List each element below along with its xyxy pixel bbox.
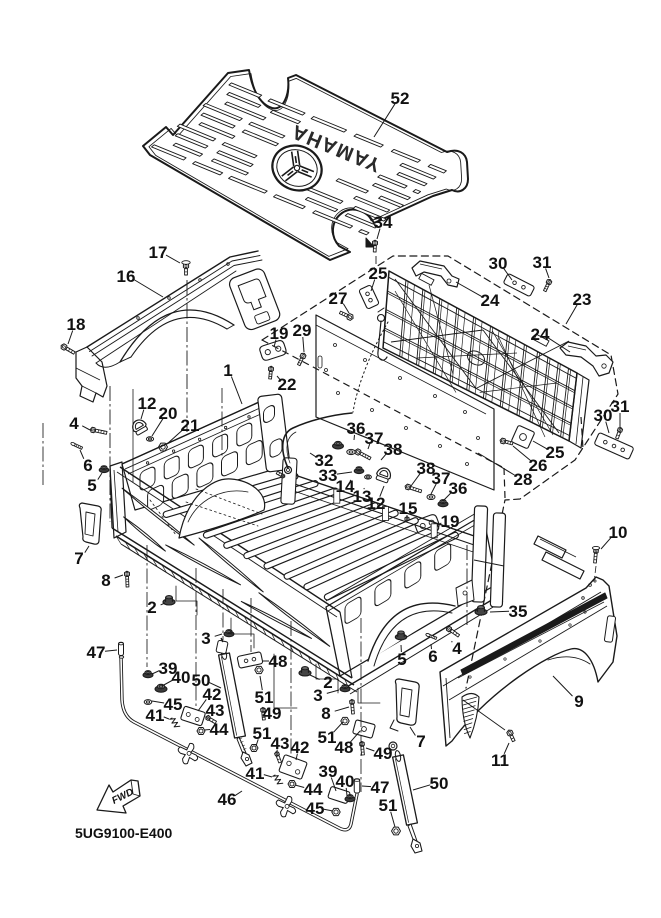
svg-text:52: 52 bbox=[391, 89, 410, 108]
svg-text:29: 29 bbox=[293, 321, 312, 340]
svg-text:45: 45 bbox=[306, 799, 325, 818]
svg-text:23: 23 bbox=[573, 290, 592, 309]
svg-text:46: 46 bbox=[218, 790, 237, 809]
svg-text:22: 22 bbox=[278, 375, 297, 394]
svg-text:34: 34 bbox=[374, 213, 393, 232]
svg-text:17: 17 bbox=[149, 243, 168, 262]
svg-text:41: 41 bbox=[246, 764, 265, 783]
svg-text:44: 44 bbox=[304, 780, 323, 799]
svg-text:3: 3 bbox=[313, 686, 322, 705]
svg-text:40: 40 bbox=[172, 668, 191, 687]
svg-text:6: 6 bbox=[428, 647, 437, 666]
svg-text:28: 28 bbox=[514, 470, 533, 489]
svg-text:24: 24 bbox=[531, 325, 550, 344]
svg-text:42: 42 bbox=[291, 738, 310, 757]
svg-text:12: 12 bbox=[367, 494, 386, 513]
svg-text:18: 18 bbox=[67, 315, 86, 334]
svg-text:8: 8 bbox=[321, 704, 330, 723]
svg-text:30: 30 bbox=[489, 254, 508, 273]
svg-text:25: 25 bbox=[546, 443, 565, 462]
svg-text:9: 9 bbox=[574, 692, 583, 711]
svg-text:5UG9100-E400: 5UG9100-E400 bbox=[75, 825, 173, 841]
svg-text:16: 16 bbox=[117, 267, 136, 286]
svg-text:31: 31 bbox=[533, 253, 552, 272]
svg-text:45: 45 bbox=[164, 695, 183, 714]
svg-text:20: 20 bbox=[159, 404, 178, 423]
svg-text:48: 48 bbox=[335, 738, 354, 757]
svg-text:36: 36 bbox=[449, 479, 468, 498]
svg-text:25: 25 bbox=[369, 264, 388, 283]
svg-text:19: 19 bbox=[441, 512, 460, 531]
svg-text:40: 40 bbox=[336, 772, 355, 791]
svg-text:30: 30 bbox=[594, 406, 613, 425]
svg-text:43: 43 bbox=[271, 734, 290, 753]
svg-text:11: 11 bbox=[491, 751, 509, 770]
svg-text:51: 51 bbox=[379, 796, 398, 815]
svg-text:19: 19 bbox=[270, 324, 289, 343]
svg-text:24: 24 bbox=[481, 291, 500, 310]
svg-text:47: 47 bbox=[87, 643, 106, 662]
svg-text:49: 49 bbox=[374, 744, 393, 763]
svg-text:5: 5 bbox=[397, 650, 406, 669]
svg-text:37: 37 bbox=[365, 429, 384, 448]
svg-text:4: 4 bbox=[69, 414, 79, 433]
svg-text:4: 4 bbox=[452, 639, 462, 658]
svg-text:15: 15 bbox=[399, 499, 418, 518]
svg-text:41: 41 bbox=[146, 706, 165, 725]
svg-text:48: 48 bbox=[269, 652, 288, 671]
svg-text:43: 43 bbox=[206, 701, 225, 720]
svg-text:6: 6 bbox=[83, 456, 92, 475]
svg-text:5: 5 bbox=[87, 476, 96, 495]
svg-text:1: 1 bbox=[223, 361, 232, 380]
svg-text:3: 3 bbox=[201, 629, 210, 648]
svg-text:2: 2 bbox=[323, 673, 332, 692]
svg-text:27: 27 bbox=[329, 289, 348, 308]
svg-text:36: 36 bbox=[347, 419, 366, 438]
svg-text:51: 51 bbox=[253, 724, 272, 743]
svg-text:38: 38 bbox=[384, 440, 403, 459]
svg-text:31: 31 bbox=[611, 397, 630, 416]
svg-text:2: 2 bbox=[147, 598, 156, 617]
svg-text:12: 12 bbox=[138, 394, 157, 413]
svg-text:44: 44 bbox=[210, 720, 229, 739]
svg-text:35: 35 bbox=[509, 602, 528, 621]
svg-text:8: 8 bbox=[101, 571, 110, 590]
svg-text:47: 47 bbox=[371, 778, 390, 797]
svg-text:50: 50 bbox=[430, 774, 449, 793]
svg-text:21: 21 bbox=[181, 416, 200, 435]
svg-text:49: 49 bbox=[263, 704, 282, 723]
svg-text:7: 7 bbox=[74, 549, 83, 568]
svg-text:10: 10 bbox=[609, 523, 628, 542]
svg-text:7: 7 bbox=[416, 732, 425, 751]
